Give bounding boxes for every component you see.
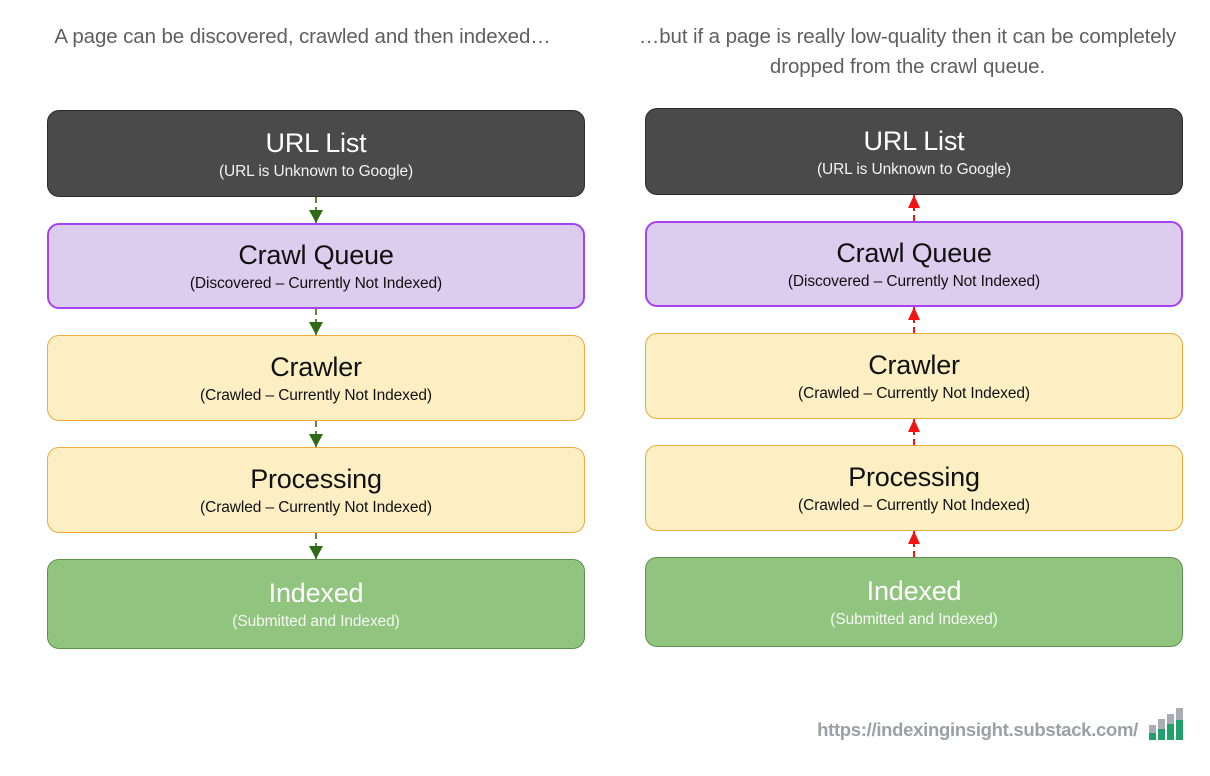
arrow-up-queue-to-urllist-right (645, 195, 1183, 221)
arrow-head-down-icon (309, 434, 323, 447)
arrow-head-up-icon (908, 419, 920, 432)
node-title: Indexed (866, 576, 962, 606)
node-subtitle: (Discovered – Currently Not Indexed) (787, 273, 1041, 290)
node-indexed-left[interactable]: Indexed (Submitted and Indexed) (47, 559, 585, 649)
arrow-up-indexed-to-processing-right (645, 531, 1183, 557)
node-subtitle: (Discovered – Currently Not Indexed) (189, 275, 443, 292)
node-title: Crawl Queue (238, 240, 394, 270)
node-url-list-left[interactable]: URL List (URL is Unknown to Google) (47, 110, 585, 197)
node-indexed-right[interactable]: Indexed (Submitted and Indexed) (645, 557, 1183, 647)
arrow-head-up-icon (908, 531, 920, 544)
arrow-head-down-icon (309, 322, 323, 335)
flow-column-right: …but if a page is really low-quality the… (605, 0, 1210, 776)
watermark: https://indexinginsight.substack.com/ (817, 708, 1183, 741)
node-subtitle: (URL is Unknown to Google) (218, 162, 414, 180)
column-caption-left: A page can be discovered, crawled and th… (54, 25, 551, 48)
arrow-up-crawler-to-queue-right (645, 307, 1183, 333)
node-url-list-right[interactable]: URL List (URL is Unknown to Google) (645, 108, 1183, 195)
arrow-down-crawler-to-processing-left (47, 421, 585, 447)
node-title: URL List (863, 125, 965, 156)
arrow-head-down-icon (309, 546, 323, 559)
flow-column-left: A page can be discovered, crawled and th… (47, 25, 585, 649)
arrow-head-up-icon (908, 195, 920, 208)
logo-bar-3 (1167, 714, 1174, 740)
arrow-head-down-icon (309, 210, 323, 223)
arrow-stem (913, 419, 915, 445)
node-subtitle: (Submitted and Indexed) (830, 611, 998, 628)
node-title: Indexed (268, 578, 364, 608)
flow-stack-right: URL List (URL is Unknown to Google) Craw… (645, 108, 1183, 647)
node-subtitle: (Crawled – Currently Not Indexed) (200, 499, 432, 516)
arrow-stem (913, 195, 915, 221)
node-title: URL List (265, 127, 367, 158)
node-subtitle: (Submitted and Indexed) (232, 613, 400, 630)
node-title: Processing (848, 462, 980, 492)
arrow-stem (913, 307, 915, 333)
node-crawler-left[interactable]: Crawler (Crawled – Currently Not Indexed… (47, 335, 585, 421)
node-crawl-queue-right[interactable]: Crawl Queue (Discovered – Currently Not … (645, 221, 1183, 307)
node-title: Crawler (270, 352, 362, 382)
node-title: Crawl Queue (836, 238, 992, 268)
node-subtitle: (Crawled – Currently Not Indexed) (798, 385, 1030, 402)
logo-bar-2 (1158, 719, 1165, 740)
arrow-stem (913, 531, 915, 557)
logo-bar-4 (1176, 708, 1183, 740)
arrow-up-processing-to-crawler-right (645, 419, 1183, 445)
node-processing-right[interactable]: Processing (Crawled – Currently Not Inde… (645, 445, 1183, 531)
arrow-down-processing-to-indexed-left (47, 533, 585, 559)
node-subtitle: (URL is Unknown to Google) (816, 160, 1012, 178)
flow-stack-left: URL List (URL is Unknown to Google) Craw… (47, 110, 585, 649)
node-subtitle: (Crawled – Currently Not Indexed) (798, 497, 1030, 514)
watermark-url[interactable]: https://indexinginsight.substack.com/ (817, 719, 1138, 740)
arrow-down-queue-to-crawler-left (47, 309, 585, 335)
column-caption-right: …but if a page is really low-quality the… (638, 25, 1177, 78)
arrow-down-urllist-to-queue-left (47, 197, 585, 223)
node-title: Crawler (868, 350, 960, 380)
bar-chart-logo-icon (1149, 708, 1183, 740)
arrow-head-up-icon (908, 307, 920, 320)
node-title: Processing (250, 464, 382, 494)
node-crawl-queue-left[interactable]: Crawl Queue (Discovered – Currently Not … (47, 223, 585, 309)
logo-bar-1 (1149, 725, 1156, 740)
node-processing-left[interactable]: Processing (Crawled – Currently Not Inde… (47, 447, 585, 533)
node-subtitle: (Crawled – Currently Not Indexed) (200, 387, 432, 404)
node-crawler-right[interactable]: Crawler (Crawled – Currently Not Indexed… (645, 333, 1183, 419)
